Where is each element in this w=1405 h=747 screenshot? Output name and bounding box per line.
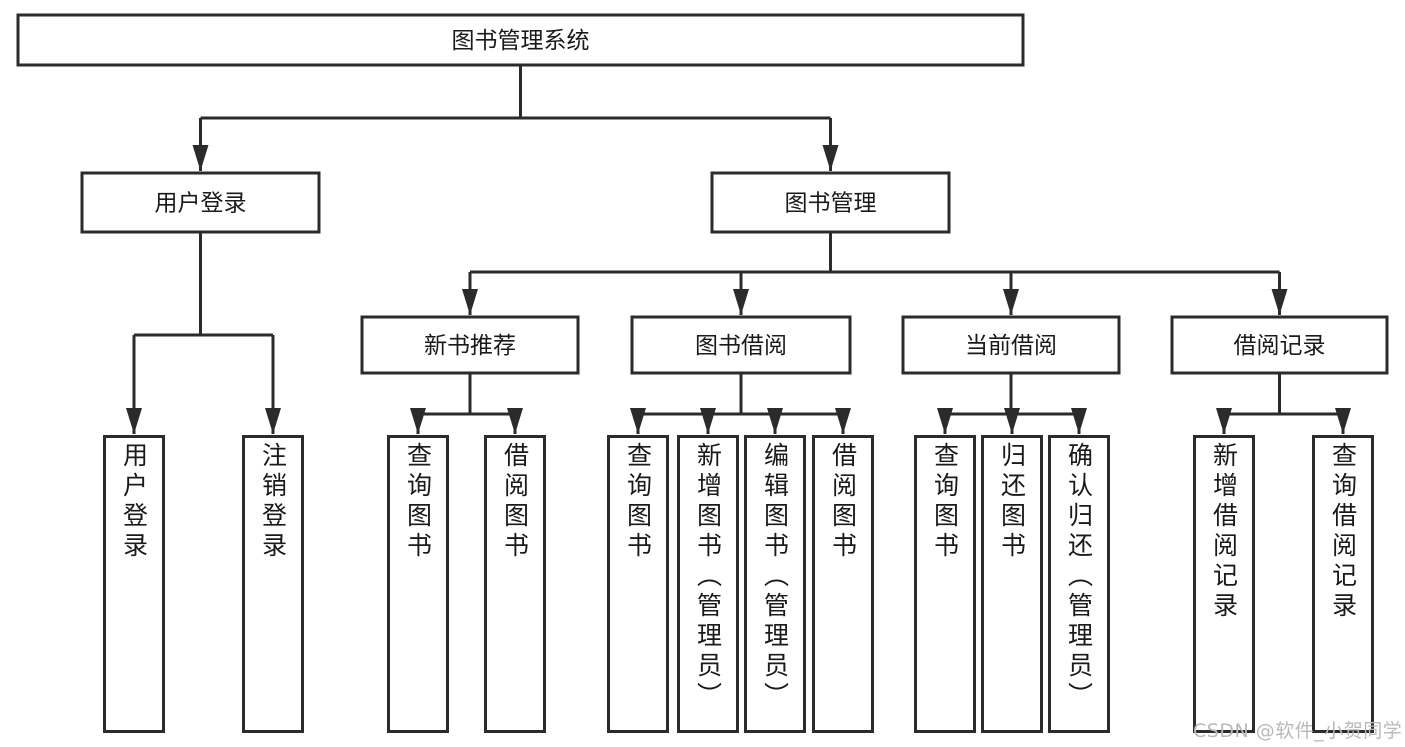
leaf-node-leaf-query-book-borrow[interactable]: 查询图书 [607,435,669,733]
leaf-node-leaf-confirm-return[interactable]: 确认归还（管理员） [1048,435,1110,733]
leaf-node-label: 查询借阅记录 [1328,442,1358,622]
csdn-watermark: CSDN @软件_小贺同学 [1193,720,1403,742]
leaf-node-leaf-query-book-cur[interactable]: 查询图书 [914,435,976,733]
arrow-head-icon-to-leaf-confirm-return [1071,408,1087,434]
leaf-node-label: 借阅图书 [828,442,858,562]
arrow-head-icon-to-book-borrow [733,289,749,315]
level3-node-rect[interactable] [901,315,1121,375]
arrow-head-icon-to-current-borrow [1003,289,1019,315]
arrow-head-icon-to-leaf-logout [265,408,281,434]
arrow-head-icon-to-user-login [192,145,209,171]
level2-node-label: 图书管理 [785,191,877,217]
leaf-node-label: 用户登录 [119,442,149,562]
leaf-node-label: 查询图书 [930,442,960,562]
arrow-head-icon-to-leaf-borrow-book-rec [507,408,523,434]
leaf-node-label: 借阅图书 [500,442,530,562]
leaf-node-label: 查询图书 [403,442,433,562]
leaf-node-leaf-logout[interactable]: 注销登录 [242,435,304,733]
root-node-root[interactable]: 图书管理系统 [16,13,1025,67]
leaf-node-leaf-borrow-book[interactable]: 借阅图书 [812,435,874,733]
level3-node-book-borrow[interactable]: 图书借阅 [630,315,852,375]
level2-node-book-manage[interactable]: 图书管理 [710,171,951,234]
leaf-node-label: 归还图书 [997,442,1027,562]
root-node-label: 图书管理系统 [452,28,590,54]
arrow-head-icon-to-leaf-edit-book [767,408,783,434]
leaf-node-leaf-query-book-rec[interactable]: 查询图书 [387,435,449,733]
arrow-head-icon-to-leaf-query-book-borrow [630,408,646,434]
level3-node-current-borrow[interactable]: 当前借阅 [901,315,1121,375]
level3-node-label: 借阅记录 [1234,333,1326,359]
leaf-node-leaf-user-login[interactable]: 用户登录 [103,435,165,733]
arrow-head-icon-to-leaf-add-book [700,408,716,434]
arrow-head-icon-to-leaf-add-record [1216,408,1232,434]
arrow-head-icon-to-leaf-query-record [1335,408,1351,434]
arrow-head-icon-to-leaf-return-book [1004,408,1020,434]
level3-node-borrow-record[interactable]: 借阅记录 [1170,315,1389,375]
connectors-layer [126,65,1351,434]
arrow-head-icon-to-book-manage [822,145,839,171]
arrow-head-icon-to-leaf-query-book-rec [410,408,426,434]
leaf-node-leaf-return-book[interactable]: 归还图书 [981,435,1043,733]
level3-node-label: 图书借阅 [695,333,787,359]
level3-node-label: 当前借阅 [965,333,1057,359]
level2-node-label: 用户登录 [155,191,247,217]
leaf-node-label: 新增图书（管理员） [693,442,723,712]
level3-node-label: 新书推荐 [424,333,516,359]
level2-node-rect[interactable] [710,171,951,234]
leaf-node-label: 编辑图书（管理员） [760,442,790,712]
level3-node-new-book-recommend[interactable]: 新书推荐 [360,315,580,375]
leaf-node-leaf-edit-book[interactable]: 编辑图书（管理员） [744,435,806,733]
level3-node-rect[interactable] [630,315,852,375]
leaf-node-label: 确认归还（管理员） [1064,442,1094,712]
level2-node-user-login[interactable]: 用户登录 [80,171,321,234]
level3-node-rect[interactable] [360,315,580,375]
arrow-head-icon-to-leaf-query-book-cur [937,408,953,434]
level3-node-rect[interactable] [1170,315,1389,375]
arrow-head-icon-to-leaf-user-login [126,408,142,434]
arrow-head-icon-to-leaf-borrow-book [835,408,851,434]
root-node-rect[interactable] [16,13,1025,67]
arrow-head-icon-to-borrow-record [1271,289,1288,315]
leaf-node-label: 查询图书 [623,442,653,562]
leaf-node-leaf-borrow-book-rec[interactable]: 借阅图书 [484,435,546,733]
arrow-head-icon-to-new-book-recommend [462,289,478,315]
leaf-node-leaf-add-record[interactable]: 新增借阅记录 [1193,435,1255,733]
leaf-node-label: 注销登录 [258,442,288,562]
leaf-node-label: 新增借阅记录 [1209,442,1239,622]
level2-node-rect[interactable] [80,171,321,234]
leaf-node-leaf-query-record[interactable]: 查询借阅记录 [1312,435,1374,733]
leaf-node-leaf-add-book[interactable]: 新增图书（管理员） [677,435,739,733]
